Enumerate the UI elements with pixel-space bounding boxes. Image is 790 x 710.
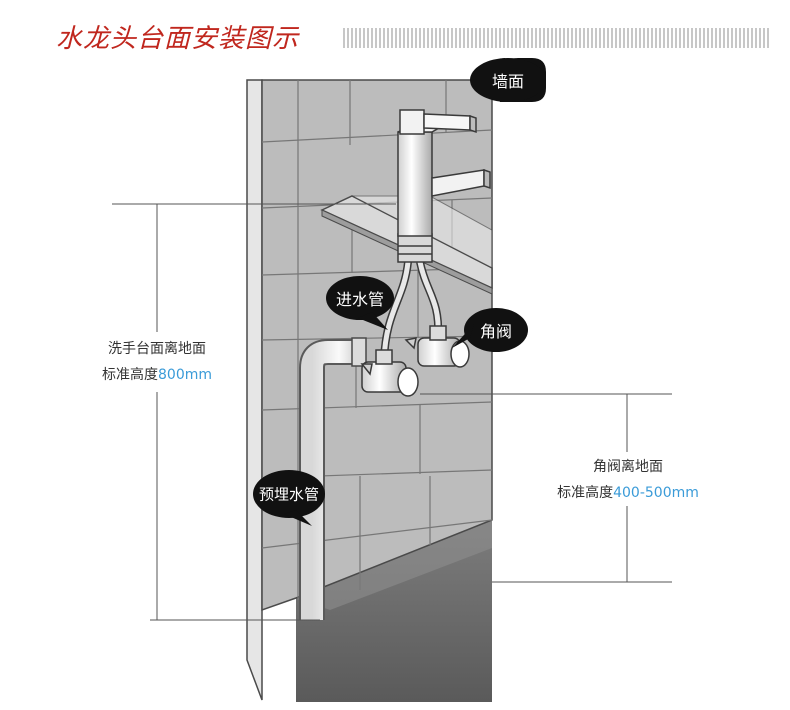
valve-height-prefix: 标准高度 (557, 485, 614, 501)
basin-height-label: 洗手台面离地面 标准高度800mm (98, 336, 216, 388)
angle-valve-front (360, 349, 419, 397)
valve-height-label: 角阀离地面 标准高度400-500mm (540, 454, 716, 506)
callout-wall-bubble (470, 58, 546, 102)
diagram-title: 水龙头台面安装图示 (56, 24, 300, 54)
faucet (397, 109, 491, 263)
wall-edge (246, 79, 263, 701)
embedded-pipe (299, 337, 367, 620)
basin-height-line2: 标准高度800mm (98, 362, 216, 388)
callout-inlet-pipe: 进水管 (335, 290, 385, 309)
valve-height-value: 400-500mm (613, 485, 699, 501)
basin-height-value: 800mm (158, 367, 212, 383)
callout-angle-valve-bubble (452, 308, 528, 352)
basin-height-line1: 洗手台面离地面 (108, 341, 206, 357)
valve-height-line2: 标准高度400-500mm (540, 480, 716, 506)
title-decorative-stripe (343, 28, 771, 48)
floor (296, 520, 492, 702)
dimension-valve-height (420, 393, 672, 583)
angle-valve-back (404, 325, 470, 368)
callout-angle-valve: 角阀 (479, 322, 513, 341)
callout-embedded-pipe: 预埋水管 (258, 485, 320, 504)
callout-wall: 墙面 (491, 72, 525, 91)
callout-embedded-pipe-bubble (253, 470, 325, 526)
dimension-basin-height (112, 203, 396, 621)
valve-height-line1: 角阀离地面 (593, 459, 663, 475)
callout-inlet-pipe-bubble (326, 276, 394, 330)
basin-height-prefix: 标准高度 (102, 367, 158, 383)
